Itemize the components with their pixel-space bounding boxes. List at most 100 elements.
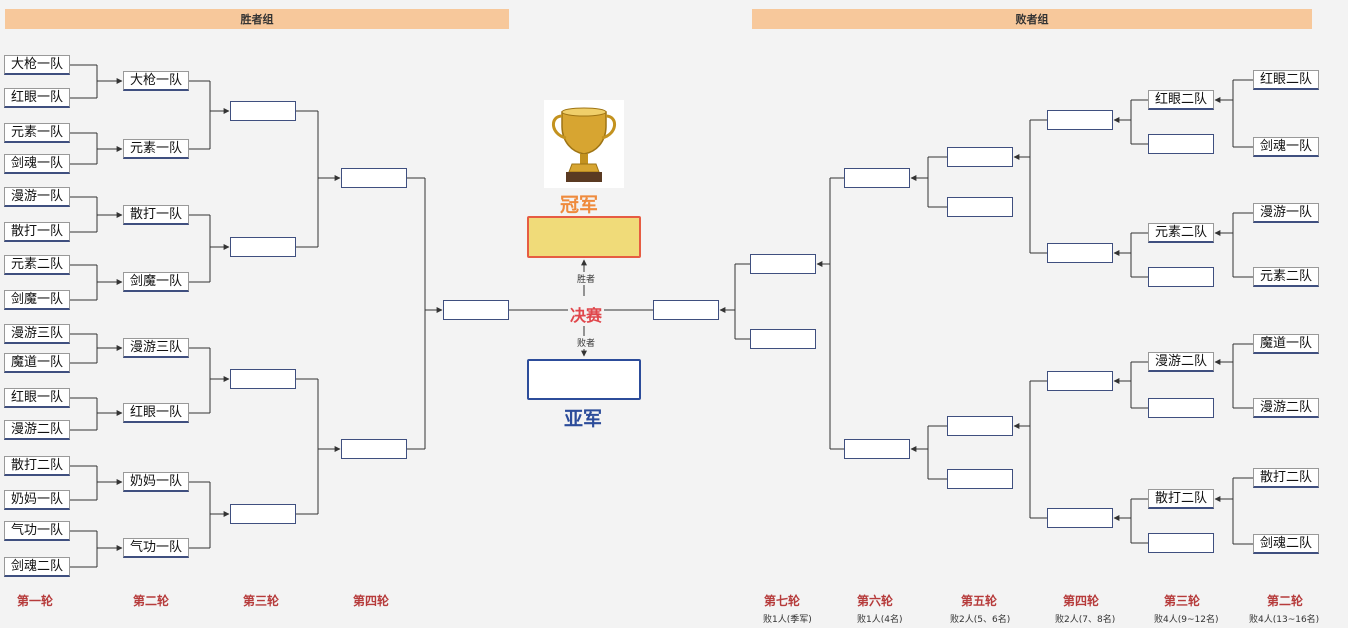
bracket-connector [296, 110, 319, 248]
losers-r3-team: 元素二队 [1148, 223, 1214, 243]
winners-r2-team: 散打一队 [123, 205, 189, 225]
bracket-connector [70, 64, 98, 99]
bracket-connector [70, 196, 98, 233]
winners-r3-slot [230, 237, 296, 257]
round-sublabel: 败1人(4名) [857, 615, 903, 625]
losers-r4-slot [1047, 508, 1113, 528]
losers-r6-slot [844, 168, 910, 188]
round-sublabel: 败4人(9~12名) [1154, 615, 1219, 625]
winners-r1-team: 红眼一队 [4, 388, 70, 408]
round-sublabel: 败1人(季军) [763, 615, 812, 625]
bracket-connector [1029, 119, 1047, 254]
losers-r5-slot [947, 416, 1013, 436]
losers-r4-slot [1047, 243, 1113, 263]
winners-r1-team: 大枪一队 [4, 55, 70, 75]
winners-final-slot [443, 300, 509, 320]
winners-r1-team: 漫游二队 [4, 420, 70, 440]
bracket-connector [1130, 361, 1148, 409]
winners-r1-team: 剑魂一队 [4, 154, 70, 174]
winners-r1-team: 剑魂二队 [4, 557, 70, 577]
bracket-connector [189, 347, 211, 414]
winners-r2-team: 红眼一队 [123, 403, 189, 423]
champion-slot [527, 216, 641, 258]
winners-r3-slot [230, 369, 296, 389]
winners-r1-team: 剑魔一队 [4, 290, 70, 310]
round-sublabel: 败4人(13~16名) [1249, 615, 1320, 625]
losers-r2-team: 散打二队 [1253, 468, 1319, 488]
bracket-connector [70, 465, 98, 501]
bracket-connector [189, 481, 211, 549]
losers-r7-slot [750, 329, 816, 349]
bracket-connector [70, 333, 98, 364]
bracket-connector [1130, 232, 1148, 278]
bracket-connector [70, 132, 98, 165]
losers-r2-team: 漫游二队 [1253, 398, 1319, 418]
winners-r1-team: 红眼一队 [4, 88, 70, 108]
losers-r2-team: 魔道一队 [1253, 334, 1319, 354]
winner-label: 胜者 [576, 272, 597, 285]
losers-r2-team: 漫游一队 [1253, 203, 1319, 223]
losers-r2-team: 剑魂一队 [1253, 137, 1319, 157]
bracket-connector [829, 177, 844, 450]
bracket-connector [189, 214, 211, 283]
winners-r4-slot [341, 439, 407, 459]
champion-label: 冠军 [560, 194, 599, 216]
round-label: 第三轮 [243, 594, 280, 608]
winners-r1-team: 元素二队 [4, 255, 70, 275]
bracket-connector [927, 425, 947, 480]
winners-r1-team: 散打二队 [4, 456, 70, 476]
round-sublabel: 败2人(5、6名) [950, 615, 1011, 625]
winners-r4-slot [341, 168, 407, 188]
round-label: 第一轮 [17, 594, 54, 608]
bracket-connector [70, 264, 98, 301]
losers-r3-team: 漫游二队 [1148, 352, 1214, 372]
bracket-connector [70, 397, 98, 431]
losers-final-slot [653, 300, 719, 320]
loser-label: 败者 [576, 336, 597, 349]
bracket-connector [296, 378, 319, 515]
trophy-icon [544, 100, 624, 188]
bracket-connector [189, 80, 211, 150]
round-label: 第四轮 [353, 594, 390, 608]
bracket-connector [1232, 79, 1253, 148]
round-label: 第二轮 [1267, 594, 1304, 608]
bracket-connector [1232, 343, 1253, 409]
round-label: 第五轮 [961, 594, 998, 608]
round-label: 第三轮 [1164, 594, 1201, 608]
round-label: 第六轮 [857, 594, 894, 608]
losers-r2-team: 元素二队 [1253, 267, 1319, 287]
runner-up-label: 亚军 [564, 408, 603, 430]
round-sublabel: 败2人(7、8名) [1055, 615, 1116, 625]
bracket-connector [1029, 380, 1047, 519]
winners-r2-team: 剑魔一队 [123, 272, 189, 292]
losers-r6-slot [844, 439, 910, 459]
losers-r7-slot [750, 254, 816, 274]
round-label: 第七轮 [764, 594, 801, 608]
losers-r2-team: 红眼二队 [1253, 70, 1319, 90]
round-label: 第二轮 [133, 594, 170, 608]
winners-r2-team: 元素一队 [123, 139, 189, 159]
winners-r2-team: 大枪一队 [123, 71, 189, 91]
bracket-connector [734, 263, 750, 340]
bracket-connector [1232, 212, 1253, 278]
losers-r3-team: 散打二队 [1148, 489, 1214, 509]
winners-r2-team: 气功一队 [123, 538, 189, 558]
losers-r5-slot [947, 469, 1013, 489]
winners-r1-team: 奶妈一队 [4, 490, 70, 510]
runner-up-slot [527, 359, 641, 400]
winners-r2-team: 奶妈一队 [123, 472, 189, 492]
losers-r4-slot [1047, 371, 1113, 391]
losers-r3-slot [1148, 398, 1214, 418]
round-label: 第四轮 [1063, 594, 1100, 608]
losers-r5-slot [947, 147, 1013, 167]
winners-r1-team: 魔道一队 [4, 353, 70, 373]
bracket-connector [1130, 99, 1148, 145]
winners-r1-team: 气功一队 [4, 521, 70, 541]
final-label: 决赛 [568, 302, 605, 326]
winners-r1-team: 元素一队 [4, 123, 70, 143]
losers-group-header: 败者组 [752, 9, 1312, 29]
bracket-connector [1232, 477, 1253, 545]
losers-r3-slot [1148, 267, 1214, 287]
losers-r2-team: 剑魂二队 [1253, 534, 1319, 554]
bracket-connector [1130, 498, 1148, 544]
